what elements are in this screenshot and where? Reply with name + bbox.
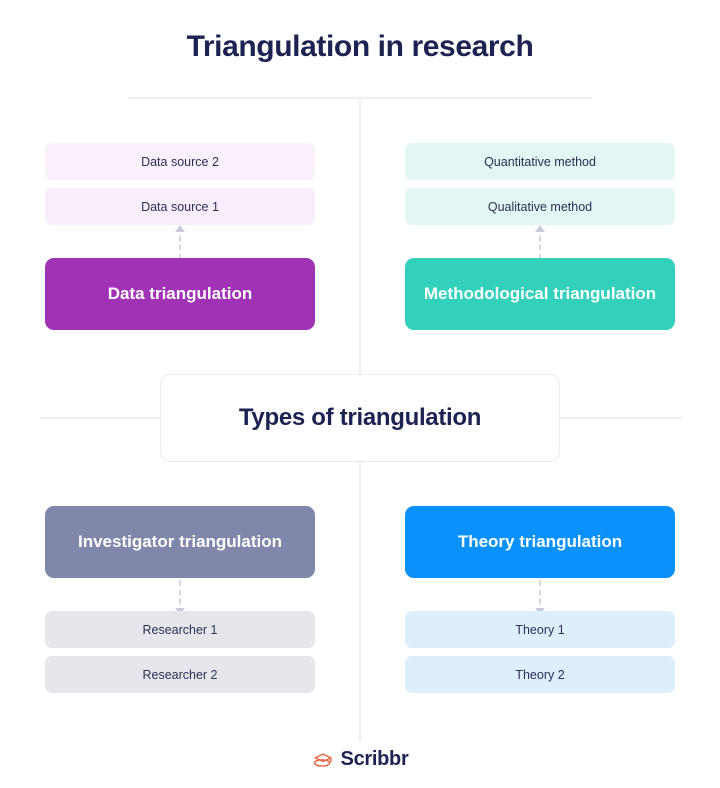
data-source-1-box: Data source 1 bbox=[45, 188, 315, 225]
center-card: Types of triangulation bbox=[160, 374, 560, 462]
arrow-stem bbox=[179, 226, 181, 260]
researcher-1-box: Researcher 1 bbox=[45, 611, 315, 648]
divider-horizontal-middle-left bbox=[40, 417, 170, 419]
divider-horizontal-middle-right bbox=[552, 417, 682, 419]
page-title: Triangulation in research bbox=[186, 30, 534, 63]
arrow-head bbox=[175, 225, 185, 232]
arrow-stem bbox=[539, 226, 541, 260]
theory-2-box: Theory 2 bbox=[405, 656, 675, 693]
arrow-down-investigator-icon bbox=[173, 580, 187, 615]
methodological-triangulation-box: Methodological triangulation bbox=[405, 258, 675, 330]
quantitative-method-box: Quantitative method bbox=[405, 143, 675, 180]
footer-brand: Scribbr bbox=[0, 748, 720, 771]
arrow-down-theory-icon bbox=[533, 580, 547, 615]
researcher-2-box: Researcher 2 bbox=[45, 656, 315, 693]
arrow-up-methodological-icon bbox=[533, 225, 547, 260]
arrow-up-data-icon bbox=[173, 225, 187, 260]
arrow-stem bbox=[539, 580, 541, 614]
brand-name: Scribbr bbox=[340, 748, 409, 770]
center-card-label: Types of triangulation bbox=[238, 404, 482, 431]
graduation-cap-icon bbox=[313, 752, 332, 767]
theory-1-box: Theory 1 bbox=[405, 611, 675, 648]
data-triangulation-box: Data triangulation bbox=[45, 258, 315, 330]
investigator-triangulation-box: Investigator triangulation bbox=[45, 506, 315, 578]
qualitative-method-box: Qualitative method bbox=[405, 188, 675, 225]
arrow-stem bbox=[179, 580, 181, 614]
theory-triangulation-box: Theory triangulation bbox=[405, 506, 675, 578]
arrow-head bbox=[535, 225, 545, 232]
data-source-2-box: Data source 2 bbox=[45, 143, 315, 180]
